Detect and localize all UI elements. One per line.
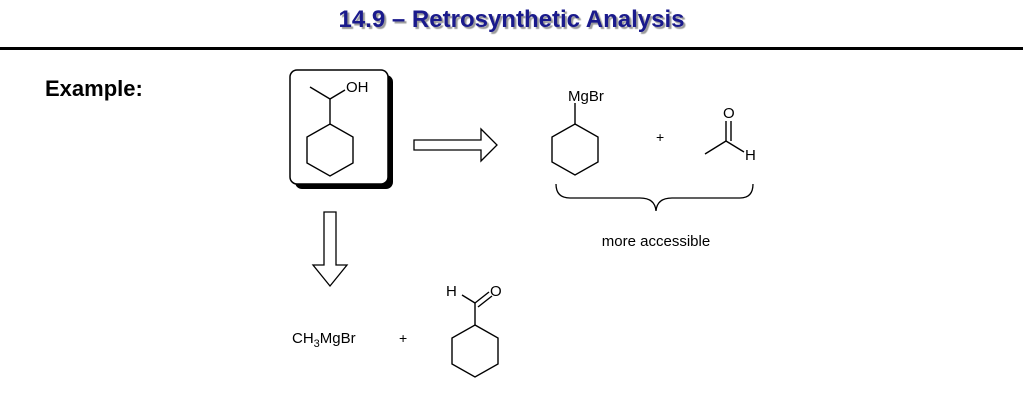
methyl-grignard-label: CH3MgBr	[292, 330, 356, 350]
grignard-cyclohexyl	[551, 103, 599, 176]
acetaldehyde	[704, 121, 745, 155]
bottom-plus-sign: +	[399, 330, 407, 346]
target-box	[289, 69, 389, 185]
top-plus-sign: +	[656, 129, 664, 145]
more-accessible-note: more accessible	[602, 233, 710, 250]
example-label: Example:	[45, 76, 143, 101]
aldehyde-bond-h	[461, 294, 476, 304]
acetaldehyde-bond-methyl	[704, 140, 727, 155]
acetaldehyde-bond-h	[725, 140, 745, 153]
slide-title: 14.9 – Retrosynthetic Analysis	[338, 6, 685, 33]
target-bond-methyl	[309, 86, 331, 100]
grignard-cyclohexane	[551, 123, 599, 176]
grignard-mgbr-label: MgBr	[568, 88, 604, 105]
retro-arrow-right	[413, 127, 498, 163]
target-bond-oh	[329, 89, 346, 100]
target-oh-label: OH	[346, 79, 369, 96]
target-molecule	[306, 86, 354, 177]
aldehyde-o-label: O	[490, 283, 502, 300]
aldehyde-co-bond-a	[474, 291, 490, 304]
aldehyde-co-bond-b	[477, 295, 493, 308]
aldehyde-h-label: H	[446, 283, 457, 300]
retro-arrow-down	[311, 211, 349, 288]
title-divider	[0, 47, 1023, 50]
target-cyclohexane	[306, 123, 354, 177]
accessible-brace	[555, 183, 754, 212]
cyclohexanecarbaldehyde	[451, 291, 499, 378]
acetaldehyde-o-label: O	[723, 105, 735, 122]
acetaldehyde-h-label: H	[745, 147, 756, 164]
aldehyde-cyclohexane	[451, 324, 499, 378]
